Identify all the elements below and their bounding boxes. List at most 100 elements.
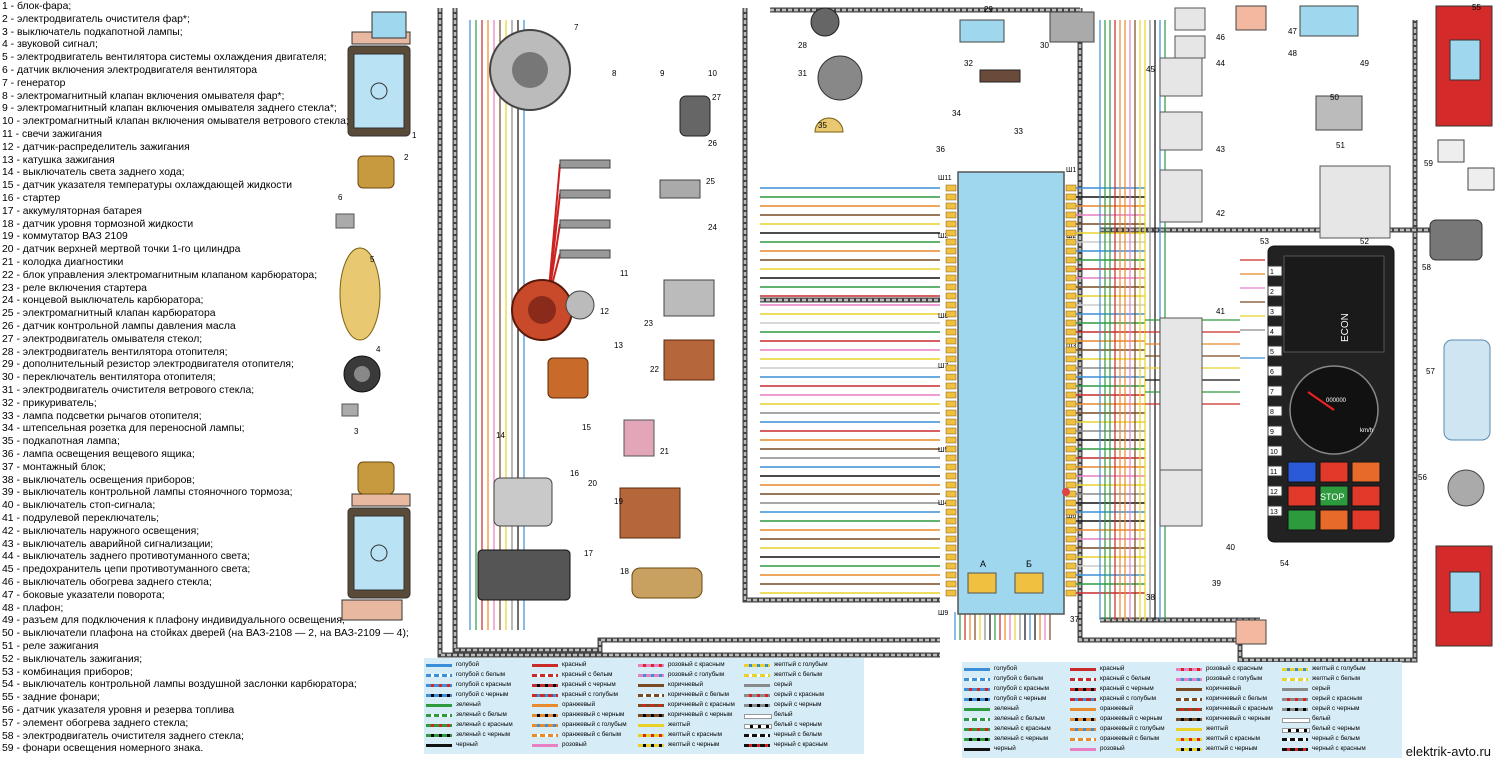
wire-color-label: желтый с голубым bbox=[1312, 665, 1366, 672]
component-list-item: 17 - аккумуляторная батарея bbox=[2, 205, 142, 217]
headlamp-wiper-motor bbox=[357, 155, 395, 189]
component-list-item: 58 - электродвигатель очистителя заднего… bbox=[2, 730, 244, 742]
cluster-terminal bbox=[1267, 425, 1283, 437]
connector-label: Ш7 bbox=[938, 363, 948, 370]
callout-number: 29 bbox=[984, 5, 993, 14]
connector-pin bbox=[1065, 508, 1077, 516]
component-list-item: 2 - электродвигатель очистителя фар*; bbox=[2, 13, 190, 25]
connector-pin bbox=[1065, 184, 1077, 192]
component-list-item: 30 - переключатель вентилятора отопителя… bbox=[2, 372, 216, 384]
callout-number: 20 bbox=[588, 479, 597, 488]
component-list-item: 26 - датчик контрольной лампы давления м… bbox=[2, 321, 236, 332]
wire-color-label: розовый с голубым bbox=[668, 671, 725, 678]
wire-color-swatch bbox=[964, 708, 990, 711]
side-repeater bbox=[1235, 5, 1267, 31]
tachometer-face bbox=[1283, 255, 1385, 353]
callout-number: 33 bbox=[1014, 127, 1023, 136]
connector-pin bbox=[945, 526, 957, 534]
wire-color-label: голубой bbox=[456, 661, 480, 668]
connector-pin bbox=[1065, 274, 1077, 282]
warning-lamp bbox=[1319, 485, 1349, 507]
plate-lamp bbox=[1437, 139, 1465, 163]
wire-color-label: зеленый с черным bbox=[994, 735, 1049, 742]
wire-color-label: коричневый bbox=[1206, 685, 1241, 692]
warning-lamp bbox=[1287, 461, 1317, 483]
wire-color-label: коричневый с красным bbox=[668, 701, 735, 708]
wire-color-swatch bbox=[1070, 748, 1096, 751]
callout-number: 14 bbox=[496, 431, 505, 440]
connector-pin bbox=[945, 571, 957, 579]
connector-pin bbox=[945, 328, 957, 336]
callout-number: 40 bbox=[1226, 543, 1235, 552]
wire-color-label: белый с черным bbox=[1312, 725, 1360, 732]
headlamp-bulb bbox=[370, 544, 388, 562]
switch-block bbox=[1159, 317, 1203, 479]
wire-color-swatch bbox=[638, 694, 664, 697]
wire-color-label: розовый с голубым bbox=[1206, 675, 1263, 682]
component-list-item: 21 - колодка диагностики bbox=[2, 257, 124, 268]
connector-pin bbox=[945, 508, 957, 516]
wire-color-swatch bbox=[1176, 668, 1202, 671]
component-list-item: 31 - электродвигатель очистителя ветрово… bbox=[2, 385, 255, 396]
wire-color-swatch bbox=[532, 674, 558, 677]
callout-number: 9 bbox=[660, 69, 665, 78]
connector-pin bbox=[945, 580, 957, 588]
callout-number: 11 bbox=[620, 269, 629, 278]
component-list-item: 36 - лампа освещения вещевого ящика; bbox=[2, 449, 195, 460]
turn-signal bbox=[351, 493, 411, 507]
ignition-coil bbox=[547, 357, 589, 399]
connector-pin bbox=[1065, 301, 1077, 309]
wire-color-swatch bbox=[1070, 708, 1096, 711]
wire-color-label: красный с голубым bbox=[1100, 695, 1156, 702]
rear-lamp-lens bbox=[1449, 39, 1481, 81]
component-list-item: 33 - лампа подсветки рычагов отопителя; bbox=[2, 410, 202, 422]
connector-pin bbox=[945, 409, 957, 417]
cluster-terminal bbox=[1267, 265, 1283, 277]
wire-color-swatch bbox=[1070, 738, 1096, 741]
component-list-item: 4 - звуковой сигнал; bbox=[2, 39, 98, 51]
wire-bundle-core bbox=[1078, 8, 1417, 662]
wire-color-label: серый bbox=[774, 681, 793, 688]
wire-color-swatch bbox=[744, 724, 772, 729]
wire-color-swatch bbox=[1176, 728, 1202, 731]
cluster-terminal-label: 12 bbox=[1270, 489, 1278, 496]
component-list-item: 50 - выключатели плафона на стойках двер… bbox=[2, 628, 409, 640]
wire-color-label: голубой с черным bbox=[994, 695, 1047, 702]
headlamp-lens bbox=[353, 53, 405, 129]
connector-pin bbox=[945, 184, 957, 192]
mount-block bbox=[957, 171, 1065, 615]
wire-color-label: желтый с белым bbox=[1312, 675, 1361, 682]
connector-pin bbox=[1065, 472, 1077, 480]
connector-label: Ш4 bbox=[938, 500, 948, 507]
component-list-item: 39 - выключатель контрольной лампы стоян… bbox=[2, 487, 293, 499]
ignition-relay bbox=[1315, 95, 1363, 131]
component-list-item: 25 - электромагнитный клапан карбюратора bbox=[2, 308, 216, 320]
callout-number: 31 bbox=[798, 69, 807, 78]
callout-number: 44 bbox=[1216, 59, 1225, 68]
wire-color-swatch bbox=[1070, 688, 1096, 691]
wire-color-swatch bbox=[638, 674, 664, 677]
connector-pin bbox=[945, 337, 957, 345]
wiper-motor bbox=[817, 55, 863, 101]
wire-color-label: зеленый bbox=[994, 705, 1019, 712]
callout-number: 59 bbox=[1424, 159, 1433, 168]
connector-pin bbox=[945, 301, 957, 309]
cooling-fan bbox=[339, 247, 381, 341]
connector-pin bbox=[945, 553, 957, 561]
component-list-item: 43 - выключатель аварийной сигнализации; bbox=[2, 538, 214, 550]
connector-label: Ш8 bbox=[938, 313, 948, 320]
wire-color-label: коричневый с красным bbox=[1206, 705, 1273, 712]
switch-block bbox=[1159, 57, 1203, 97]
wire-color-swatch bbox=[1176, 678, 1202, 681]
callout-number: 13 bbox=[614, 341, 623, 350]
spark-plug bbox=[559, 249, 611, 259]
cluster-terminal-label: 10 bbox=[1270, 449, 1278, 456]
connector-pin bbox=[1065, 562, 1077, 570]
wire-color-swatch bbox=[638, 744, 664, 747]
cluster-terminal-label: 6 bbox=[1270, 369, 1274, 376]
callout-number: 38 bbox=[1146, 593, 1155, 602]
switch-block bbox=[1159, 111, 1203, 151]
component-list-item: 6 - датчик включения электродвигателя ве… bbox=[2, 65, 258, 76]
connector-pin bbox=[1065, 310, 1077, 318]
